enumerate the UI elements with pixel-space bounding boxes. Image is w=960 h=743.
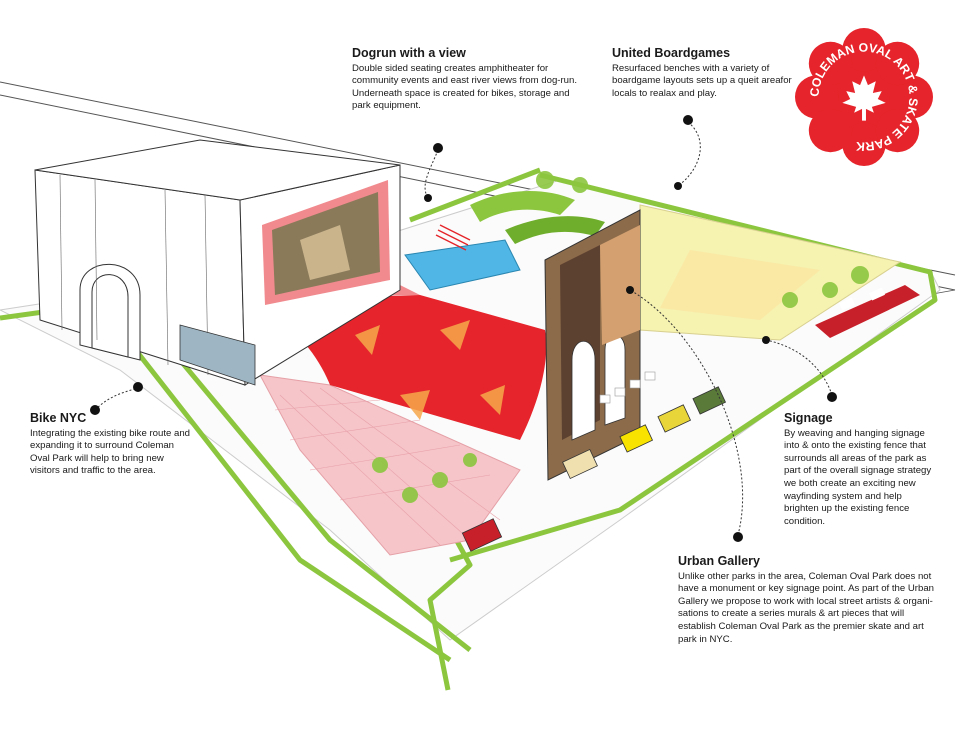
logo-flower xyxy=(795,28,933,166)
trees xyxy=(372,171,869,503)
projection-screen xyxy=(262,180,390,305)
park-logo: COLEMAN OVAL ART & SKATE PARK xyxy=(795,28,933,166)
dog-run-pool xyxy=(404,239,521,291)
callout-markers xyxy=(90,115,837,542)
callout-boardgames-title: United Boardgames xyxy=(612,46,731,60)
callout-gallery-body: Unlike other parks in the area, Coleman … xyxy=(678,570,934,645)
maple-leaf-icon xyxy=(842,75,886,121)
callout-bike: Bike NYC Integrating the existing bike r… xyxy=(30,412,195,478)
amphitheater-seating xyxy=(435,224,471,251)
callout-gallery: Urban Gallery Unlike other parks in the … xyxy=(678,555,940,646)
green-terraces xyxy=(470,190,605,244)
callout-dogrun-title: Dogrun with a view xyxy=(352,46,466,60)
callout-signage-body: By weaving and hanging signage into & on… xyxy=(784,427,932,527)
building-mural xyxy=(179,324,256,386)
callout-boardgames: United Boardgames Resurfaced benches wit… xyxy=(612,47,802,100)
lawn-patch xyxy=(660,250,820,320)
callout-dogrun-body: Double sided seating creates amphitheate… xyxy=(352,62,578,112)
callout-gallery-title: Urban Gallery xyxy=(678,554,760,568)
callout-dogrun: Dogrun with a view Double sided seating … xyxy=(352,47,587,113)
callout-bike-title: Bike NYC xyxy=(30,411,87,425)
boardgame-benches xyxy=(599,371,656,404)
plaza-grid-lines xyxy=(274,387,501,546)
callout-signage: Signage By weaving and hanging signage i… xyxy=(784,412,939,528)
east-platforms xyxy=(815,285,920,338)
building-facade-lines xyxy=(59,174,209,376)
callout-bike-body: Integrating the existing bike route and … xyxy=(30,427,191,477)
callout-boardgames-body: Resurfaced benches with a variety of boa… xyxy=(612,62,792,99)
skate-bowl-lights xyxy=(355,320,505,420)
callout-signage-title: Signage xyxy=(784,411,833,425)
